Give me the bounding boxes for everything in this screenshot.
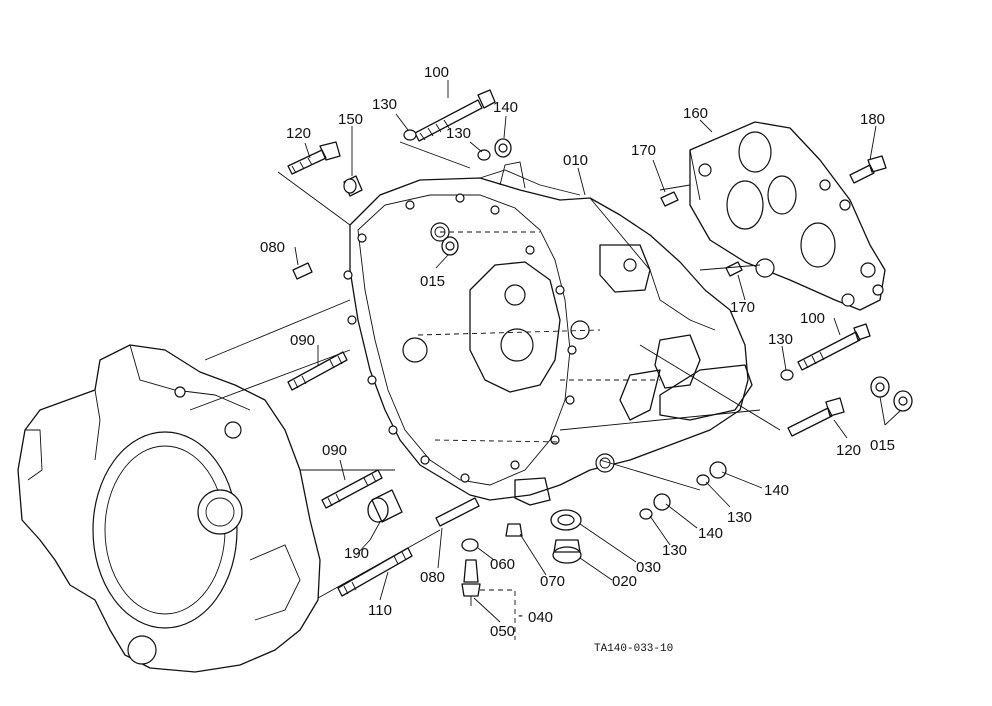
plug-190 bbox=[367, 489, 403, 523]
callout-080-top: 080 bbox=[260, 239, 285, 256]
bushing-015-center bbox=[441, 236, 459, 256]
callout-015-right: 015 bbox=[870, 437, 895, 454]
callout-130-low-a: 130 bbox=[727, 509, 752, 526]
bolt-180 bbox=[849, 155, 887, 184]
callout-090-upper: 090 bbox=[290, 332, 315, 349]
bolt-120-right bbox=[787, 397, 845, 437]
bolt-100-top bbox=[414, 89, 496, 142]
callout-140-low-b: 140 bbox=[698, 525, 723, 542]
callout-180: 180 bbox=[860, 111, 885, 128]
nuts-washers-lower bbox=[639, 461, 727, 520]
callout-010: 010 bbox=[563, 152, 588, 169]
bushing-150 bbox=[343, 175, 363, 197]
cover-plate bbox=[689, 121, 886, 311]
plug-070 bbox=[505, 523, 523, 537]
callout-130-low-b: 130 bbox=[662, 542, 687, 559]
stud-090-lower bbox=[321, 469, 383, 509]
callout-130-top-a: 130 bbox=[372, 96, 397, 113]
callout-100-top: 100 bbox=[424, 64, 449, 81]
callout-170-top: 170 bbox=[631, 142, 656, 159]
callout-190: 190 bbox=[344, 545, 369, 562]
callout-150: 150 bbox=[338, 111, 363, 128]
callout-120-left: 120 bbox=[286, 125, 311, 142]
callout-080-low: 080 bbox=[420, 569, 445, 586]
callout-015-center: 015 bbox=[420, 273, 445, 290]
case-bolt-holes bbox=[343, 193, 577, 483]
svg-text:-: - bbox=[518, 607, 523, 624]
callout-020: 020 bbox=[612, 573, 637, 590]
stud-090-upper bbox=[287, 351, 348, 391]
bushings-015-right bbox=[870, 376, 913, 412]
callout-140-top: 140 bbox=[493, 99, 518, 116]
callout-110: 110 bbox=[368, 602, 392, 619]
bolt-120-left bbox=[287, 141, 341, 175]
callout-140-low-a: 140 bbox=[764, 482, 789, 499]
pin-170-right bbox=[725, 261, 743, 277]
pin-080-top bbox=[292, 262, 313, 280]
callout-160: 160 bbox=[683, 105, 708, 122]
drawing-code: TA140-033-10 bbox=[594, 643, 673, 655]
callout-leaders bbox=[294, 80, 901, 623]
bolt-100-right bbox=[780, 323, 871, 381]
front-housing bbox=[17, 344, 321, 673]
alignment-lines bbox=[189, 141, 781, 599]
callout-090-lower: 090 bbox=[322, 442, 347, 459]
drain-plug-020-030 bbox=[550, 509, 582, 564]
washers-top bbox=[403, 129, 512, 161]
transmission-case bbox=[343, 161, 753, 506]
front-housing-bore bbox=[92, 431, 238, 629]
stud-110 bbox=[337, 547, 413, 597]
callout-100-right: 100 bbox=[800, 310, 825, 327]
callout-060: 060 bbox=[490, 556, 515, 573]
callout-050: 050 bbox=[490, 623, 515, 640]
switch-040-050-060 bbox=[461, 538, 516, 640]
callout-030: 030 bbox=[636, 559, 661, 576]
callout-130-right: 130 bbox=[768, 331, 793, 348]
callout-170-right: 170 bbox=[730, 299, 755, 316]
pin-080-low bbox=[435, 497, 480, 527]
pin-170-top bbox=[660, 191, 679, 207]
callout-labels: 100 130 140 130 120 150 010 170 160 180 … bbox=[260, 64, 895, 655]
callout-120-right: 120 bbox=[836, 442, 861, 459]
callout-070: 070 bbox=[540, 573, 565, 590]
callout-040: 040 bbox=[528, 609, 553, 626]
callout-130-top-b: 130 bbox=[446, 125, 471, 142]
